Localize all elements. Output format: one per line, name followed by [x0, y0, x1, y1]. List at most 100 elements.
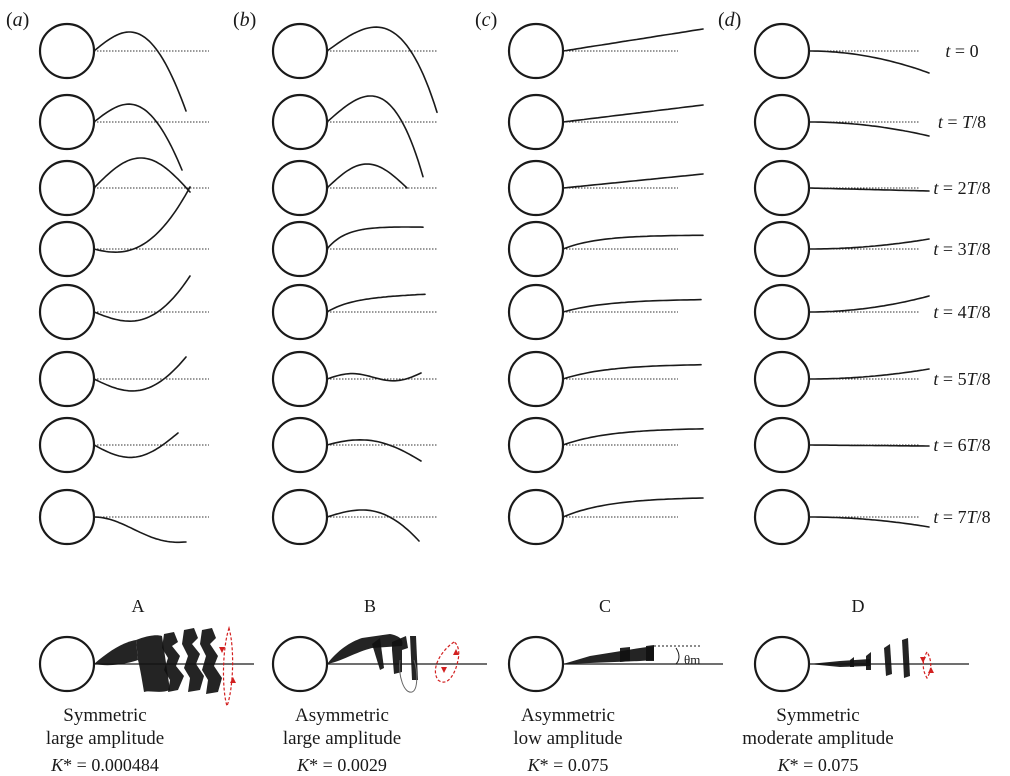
filament: [809, 369, 929, 379]
wake-envelope: [884, 644, 892, 676]
cylinder: [273, 285, 327, 339]
snapshot-grid: [40, 24, 929, 544]
filament: [563, 105, 703, 122]
cylinder: [273, 352, 327, 406]
time-label: t = 0: [945, 41, 978, 61]
filament: [563, 29, 703, 51]
cylinder: [755, 418, 809, 472]
time-label: t = 5T/8: [933, 369, 990, 389]
cylinder: [509, 418, 563, 472]
envelope-panel: A: [40, 596, 254, 706]
filament: [809, 239, 929, 249]
tip-trajectory: [435, 642, 458, 682]
wake-envelope: [646, 645, 654, 661]
cylinder: [40, 24, 94, 78]
regime-letter: B: [364, 596, 376, 616]
snapshot: [273, 352, 437, 406]
cylinder: [755, 637, 809, 691]
panel-tag: (d): [718, 9, 741, 31]
filament: [94, 517, 186, 542]
cylinder: [509, 24, 563, 78]
cylinder: [40, 490, 94, 544]
cylinder: [273, 95, 327, 149]
regime-caption: Symmetricmoderate amplitudeK* = 0.075: [742, 705, 893, 775]
cylinder: [755, 352, 809, 406]
cylinder: [40, 418, 94, 472]
filament: [809, 445, 929, 446]
regime-letter: D: [852, 596, 865, 616]
cylinder: [273, 222, 327, 276]
filament: [94, 357, 186, 391]
snapshot: [509, 285, 701, 339]
snapshot: [273, 161, 437, 215]
regime-symmetry: Symmetric: [63, 705, 146, 726]
wake-envelope: [850, 657, 854, 667]
tip-trajectory: [223, 628, 232, 706]
wake-envelope: [327, 634, 403, 664]
wake-envelope: [620, 647, 630, 662]
cylinder: [755, 24, 809, 78]
snapshot: [509, 161, 703, 215]
filament: [327, 440, 421, 461]
cylinder: [509, 352, 563, 406]
k-star-value: K* = 0.000484: [50, 755, 159, 775]
regime-captions: Symmetriclarge amplitudeK* = 0.000484 Asy…: [46, 705, 894, 775]
time-label: t = 7T/8: [933, 507, 990, 527]
cylinder: [40, 637, 94, 691]
snapshot: [755, 222, 929, 276]
snapshot: [273, 418, 437, 472]
cylinder: [40, 161, 94, 215]
filament: [327, 164, 407, 188]
direction-arrow: [928, 667, 934, 673]
time-label: t = 4T/8: [933, 302, 990, 322]
panel-tag: (c): [475, 9, 497, 31]
cylinder: [755, 95, 809, 149]
filament: [327, 294, 425, 312]
time-label: t = 2T/8: [933, 178, 990, 198]
wake-envelope: [866, 652, 871, 670]
cylinder: [273, 161, 327, 215]
snapshot: [755, 490, 929, 544]
cylinder: [755, 490, 809, 544]
snapshot: [40, 276, 209, 339]
snapshot: [755, 161, 929, 215]
wake-envelope: [809, 659, 870, 667]
k-star-value: K* = 0.0029: [296, 755, 387, 775]
snapshot: [509, 24, 703, 78]
filament: [94, 104, 182, 170]
filament: [563, 365, 701, 379]
filament: [809, 517, 929, 527]
snapshot: [273, 222, 437, 276]
direction-arrow: [920, 657, 926, 663]
cylinder: [755, 161, 809, 215]
angle-arc: [676, 648, 679, 664]
wake-envelope: [182, 628, 204, 692]
filament: [94, 32, 186, 111]
k-star-value: K* = 0.075: [527, 755, 609, 775]
snapshot: [509, 222, 703, 276]
panel-tag: (b): [233, 9, 256, 31]
direction-arrow: [230, 677, 236, 683]
cylinder: [273, 24, 327, 78]
cylinder: [509, 161, 563, 215]
regime-letter: C: [599, 596, 611, 616]
snapshot: [273, 285, 437, 339]
snapshot: [509, 95, 703, 149]
direction-arrow: [441, 667, 447, 673]
cylinder: [509, 95, 563, 149]
filament: [563, 235, 703, 249]
cylinder: [755, 222, 809, 276]
wake-envelope: [94, 640, 138, 665]
regime-caption: Asymmetriclow amplitudeK* = 0.075: [513, 705, 622, 775]
filament: [563, 429, 703, 445]
filament: [809, 51, 929, 73]
panel-tag: (a): [6, 9, 29, 31]
filament: [327, 510, 419, 541]
cylinder: [273, 490, 327, 544]
filament: [563, 300, 701, 312]
time-label: t = T/8: [938, 112, 986, 132]
